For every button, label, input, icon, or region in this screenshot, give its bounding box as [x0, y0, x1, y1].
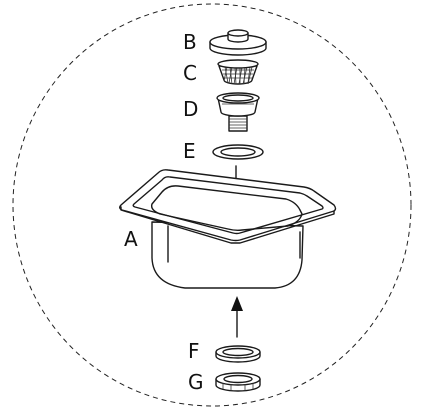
part-c-strainer — [217, 59, 259, 85]
label-a: A — [124, 227, 138, 251]
label-g: G — [188, 370, 204, 394]
part-b-cap — [209, 29, 267, 56]
dashed-boundary-circle — [12, 3, 412, 407]
part-g-lock-nut — [215, 372, 261, 392]
label-f: F — [188, 339, 200, 363]
label-b: B — [183, 30, 197, 54]
part-a-pan — [119, 169, 337, 289]
label-c: C — [183, 61, 197, 85]
part-d-drain-body — [216, 92, 260, 132]
arrow-up — [231, 296, 243, 338]
part-f-gasket — [215, 345, 261, 363]
label-d: D — [183, 97, 198, 121]
part-e-washer — [212, 144, 264, 160]
label-e: E — [183, 139, 196, 163]
